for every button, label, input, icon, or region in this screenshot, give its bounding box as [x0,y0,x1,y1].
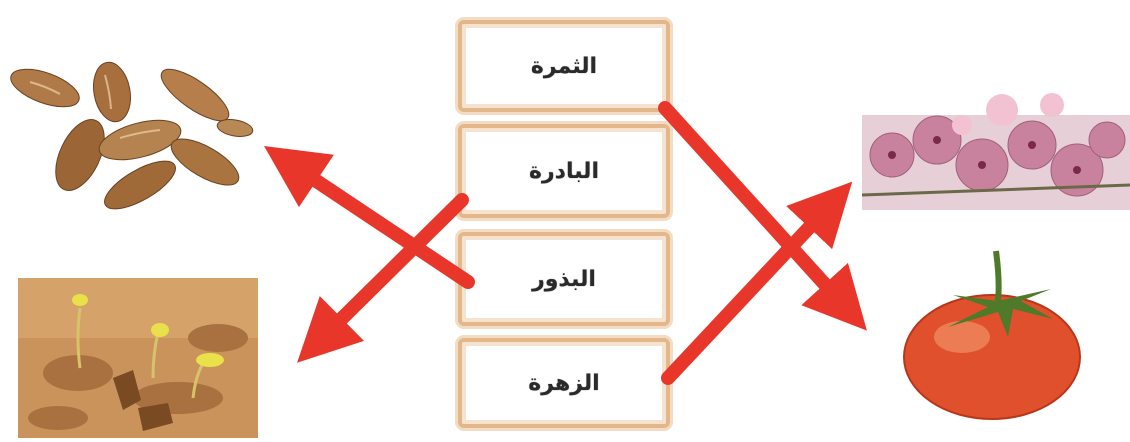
label-seeds: البذور [532,266,596,292]
label-fruit: الثمرة [530,53,598,79]
arrow-flower-to-blossoms-image [661,181,853,385]
label-box-seedling: البادرة [458,124,670,218]
label-box-flower: الزهرة [458,338,670,428]
wheat-seeds-image [0,50,260,220]
arrow-fruit-to-tomato [658,101,867,331]
tomato-image [900,245,1090,425]
label-flower: الزهرة [528,370,600,396]
sprouting-seedlings-image [18,278,258,438]
arrow-seeds-to-seeds-image [264,146,475,289]
label-box-fruit: الثمرة [458,20,670,112]
label-seedling: البادرة [529,158,599,184]
arrow-seedling-to-seedlings-image [297,193,469,363]
pink-blossoms-image [861,85,1130,215]
label-box-seeds: البذور [458,232,670,326]
